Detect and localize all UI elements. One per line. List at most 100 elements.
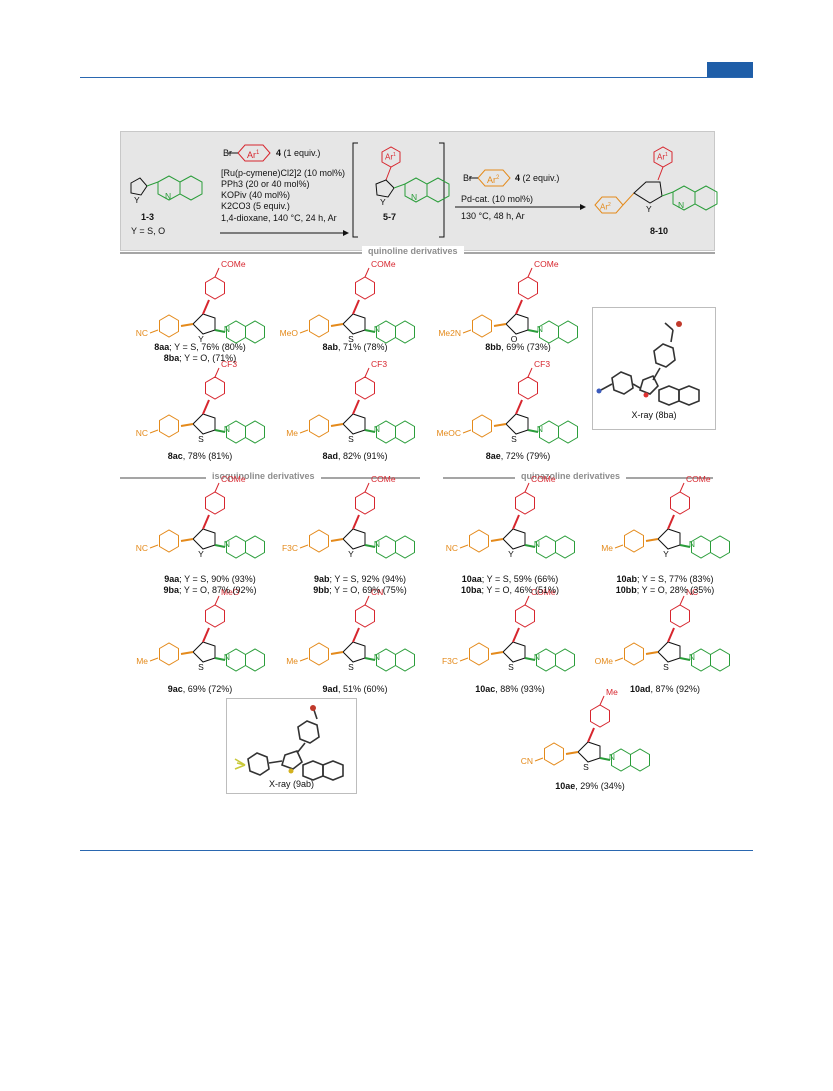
caption-line: 10ae, 29% (34%) bbox=[555, 781, 625, 791]
caption-10aa: 10aa; Y = S, 59% (66%)10ba; Y = O, 46% (… bbox=[440, 574, 580, 595]
conditions1-solvent: 1,4-dioxane, 140 °C, 24 h, Ar bbox=[221, 213, 337, 223]
left-substituent-label: NC bbox=[446, 543, 458, 553]
int-n-atom: N bbox=[411, 192, 417, 202]
top-substituent-label: COMe bbox=[221, 474, 246, 484]
caption-line: 10bb; Y = O, 28% (35%) bbox=[615, 584, 715, 595]
left-substituent-label: Me2N bbox=[438, 328, 461, 338]
top-substituent-label: MeO bbox=[221, 587, 240, 597]
product-ar1: Ar1 bbox=[657, 152, 668, 162]
ring-n-label: N bbox=[374, 652, 380, 662]
caption-line: 9ab; Y = S, 92% (94%) bbox=[314, 574, 406, 584]
caption-line: 10ad, 87% (92%) bbox=[629, 684, 701, 694]
caption-9ab: 9ab; Y = S, 92% (94%)9bb; Y = O, 69% (75… bbox=[290, 574, 430, 595]
caption-9ad: 9ad, 51% (60%) bbox=[285, 684, 425, 695]
top-substituent-label: CN bbox=[371, 587, 383, 597]
caption-10ad: 10ad, 87% (92%) bbox=[595, 684, 735, 695]
top-substituent-label: COMe bbox=[531, 587, 556, 597]
caption-line: 10ac, 88% (93%) bbox=[475, 684, 545, 694]
reagent1-equiv: 4 (1 equiv.) bbox=[276, 148, 321, 158]
caption-line: 9bb; Y = O, 69% (75%) bbox=[313, 584, 407, 595]
conditions1-base: K2CO3 (5 equiv.) bbox=[221, 201, 290, 211]
left-substituent-label: Me bbox=[286, 656, 298, 666]
top-substituent-label: COMe bbox=[686, 474, 711, 484]
ring-n-label: N bbox=[224, 324, 230, 334]
caption-10ac: 10ac, 88% (93%) bbox=[440, 684, 580, 695]
caption-line: 10ba; Y = O, 46% (51%) bbox=[461, 584, 559, 595]
heteroatom-label: S bbox=[663, 662, 669, 672]
intermediate-ar1: Ar1 bbox=[385, 152, 396, 162]
left-substituent-label: F3C bbox=[442, 656, 458, 666]
intermediate-label: 5-7 bbox=[383, 212, 397, 222]
ring-n-label: N bbox=[537, 424, 543, 434]
sm-y-atom: Y bbox=[134, 195, 140, 205]
caption-10ae: 10ae, 29% (34%) bbox=[520, 781, 660, 792]
caption-line: 10aa; Y = S, 59% (66%) bbox=[461, 574, 559, 584]
section-quinazoline: quinazoline derivatives bbox=[515, 471, 627, 481]
caption-line: 8bb, 69% (73%) bbox=[485, 342, 551, 352]
reaction-scheme bbox=[120, 131, 715, 251]
caption-8ad: 8ad, 82% (91%) bbox=[285, 451, 425, 462]
xray-8ba-image bbox=[596, 321, 700, 406]
heteroatom-label: S bbox=[348, 662, 354, 672]
prod-y-atom: Y bbox=[646, 204, 652, 214]
sm-y-definition: Y = S, O bbox=[131, 226, 166, 236]
conditions2-cat: Pd-cat. (10 mol%) bbox=[461, 194, 534, 204]
section-quinoline: quinoline derivatives bbox=[362, 246, 464, 256]
header-rule bbox=[80, 77, 753, 78]
reagent2-br: Br bbox=[463, 173, 472, 183]
caption-line: 8ad, 82% (91%) bbox=[322, 451, 388, 461]
prod-n-atom: N bbox=[678, 200, 684, 210]
left-substituent-label: MeOC bbox=[436, 428, 461, 438]
heteroatom-label: Y bbox=[508, 549, 514, 559]
heteroatom-label: O bbox=[511, 334, 518, 344]
left-substituent-label: NC bbox=[136, 328, 148, 338]
heteroatom-label: Y bbox=[198, 549, 204, 559]
left-substituent-label: Me bbox=[601, 543, 613, 553]
left-substituent-label: F3C bbox=[282, 543, 298, 553]
sm-n-atom: N bbox=[165, 191, 171, 201]
left-substituent-label: MeO bbox=[280, 328, 299, 338]
ring-n-label: N bbox=[534, 539, 540, 549]
scheme-structures: N Y N Y bbox=[130, 142, 718, 238]
caption-line: 9ba; Y = O, 87% (92%) bbox=[163, 584, 257, 595]
left-substituent-label: CN bbox=[521, 756, 533, 766]
left-substituent-label: NC bbox=[136, 428, 148, 438]
top-substituent-label: Me bbox=[606, 687, 618, 697]
ring-n-label: N bbox=[609, 752, 615, 762]
top-substituent-label: CF3 bbox=[221, 359, 237, 369]
heteroatom-label: S bbox=[348, 434, 354, 444]
ring-n-label: N bbox=[374, 539, 380, 549]
caption-line: 8ac, 78% (81%) bbox=[167, 451, 233, 461]
compound-9ad: S Me CN N bbox=[286, 587, 415, 672]
top-substituent-label: COMe bbox=[534, 259, 559, 269]
section-isoquinoline: isoquinoline derivatives bbox=[206, 471, 321, 481]
xray-8ba-caption: X-ray (8ba) bbox=[631, 410, 677, 420]
conditions2-temp: 130 °C, 48 h, Ar bbox=[461, 211, 525, 221]
ring-n-label: N bbox=[224, 652, 230, 662]
top-substituent-label: COMe bbox=[221, 259, 246, 269]
top-substituent-label: CF3 bbox=[534, 359, 550, 369]
reagent2-ar: Ar2 bbox=[487, 175, 500, 185]
top-substituent-label: COMe bbox=[371, 474, 396, 484]
caption-8ae: 8ae, 72% (79%) bbox=[448, 451, 588, 462]
heteroatom-label: S bbox=[508, 662, 514, 672]
top-substituent-label: CF3 bbox=[371, 359, 387, 369]
heteroatom-label: S bbox=[198, 434, 204, 444]
conditions1-cat: [Ru(p-cymene)Cl2]2 (10 mol%) bbox=[221, 168, 346, 178]
heteroatom-label: S bbox=[198, 662, 204, 672]
caption-8ab: 8ab, 71% (78%) bbox=[285, 342, 425, 353]
left-substituent-label: Me bbox=[286, 428, 298, 438]
